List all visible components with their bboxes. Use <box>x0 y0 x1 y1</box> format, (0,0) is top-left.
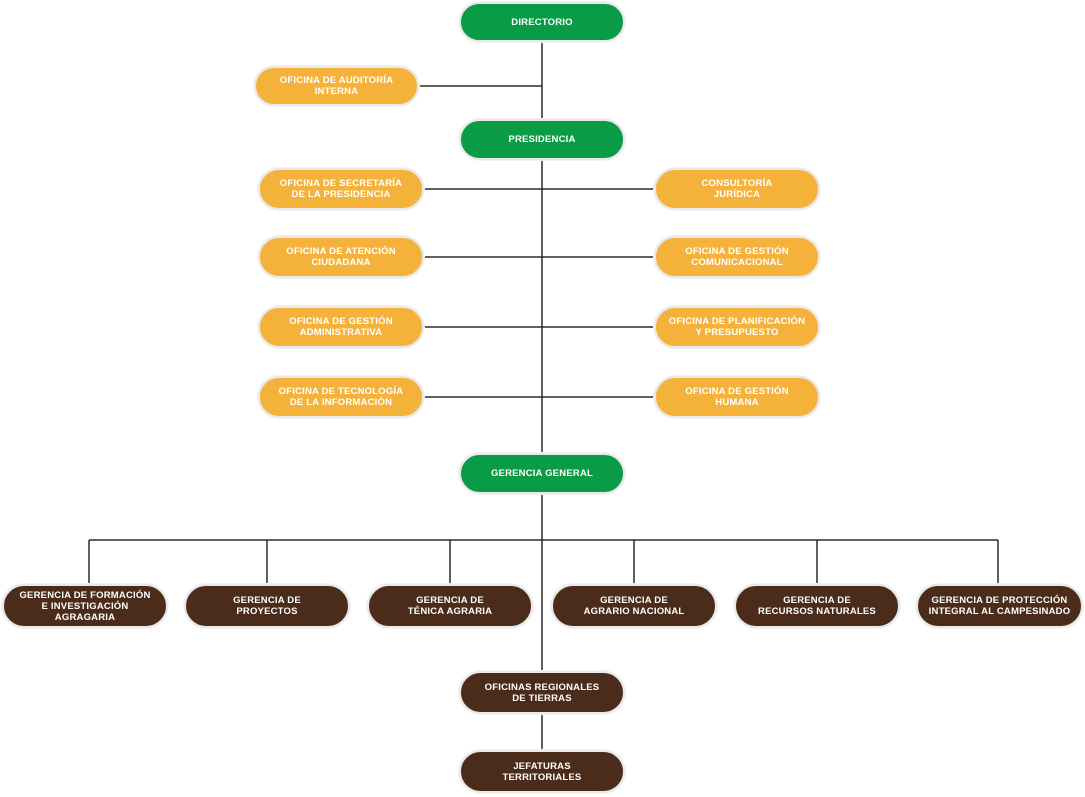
node-oficina-secretaria-presidencia: OFICINA DE SECRETARÍA DE LA PRESIDENCIA <box>258 168 424 210</box>
node-oficina-planificacion-presupuesto: OFICINA DE PLANIFICACIÓN Y PRESUPUESTO <box>654 306 820 348</box>
node-oficina-tecnologia-informacion: OFICINA DE TECNOLOGÍA DE LA INFORMACIÓN <box>258 376 424 418</box>
node-consultoria-juridica: CONSULTORÍA JURÍDICA <box>654 168 820 210</box>
node-oficina-auditoria-interna: OFICINA DE AUDITORÍA INTERNA <box>254 66 419 106</box>
node-directorio: DIRECTORIO <box>459 2 625 42</box>
node-gerencia-proyectos: GERENCIA DE PROYECTOS <box>184 584 350 628</box>
node-gerencia-agrario-nacional: GERENCIA DE AGRARIO NACIONAL <box>551 584 717 628</box>
node-gerencia-recursos-naturales: GERENCIA DE RECURSOS NATURALES <box>734 584 900 628</box>
node-oficina-gestion-administrativa: OFICINA DE GESTIÓN ADMINISTRATIVA <box>258 306 424 348</box>
node-jefaturas-territoriales: JEFATURAS TERRITORIALES <box>459 750 625 793</box>
node-gerencia-proteccion-campesinado: GERENCIA DE PROTECCIÓN INTEGRAL AL CAMPE… <box>916 584 1083 628</box>
node-oficina-gestion-comunicacional: OFICINA DE GESTIÓN COMUNICACIONAL <box>654 236 820 278</box>
node-oficina-gestion-humana: OFICINA DE GESTIÓN HUMANA <box>654 376 820 418</box>
node-oficina-atencion-ciudadana: OFICINA DE ATENCIÓN CIUDADANA <box>258 236 424 278</box>
node-gerencia-general: GERENCIA GENERAL <box>459 453 625 494</box>
node-gerencia-formacion-investigacion: GERENCIA DE FORMACIÓN E INVESTIGACIÓN AG… <box>2 584 168 628</box>
node-presidencia: PRESIDENCIA <box>459 119 625 160</box>
node-gerencia-tecnica-agraria: GERENCIA DE TÉNICA AGRARIA <box>367 584 533 628</box>
node-oficinas-regionales-tierras: OFICINAS REGIONALES DE TIERRAS <box>459 671 625 714</box>
